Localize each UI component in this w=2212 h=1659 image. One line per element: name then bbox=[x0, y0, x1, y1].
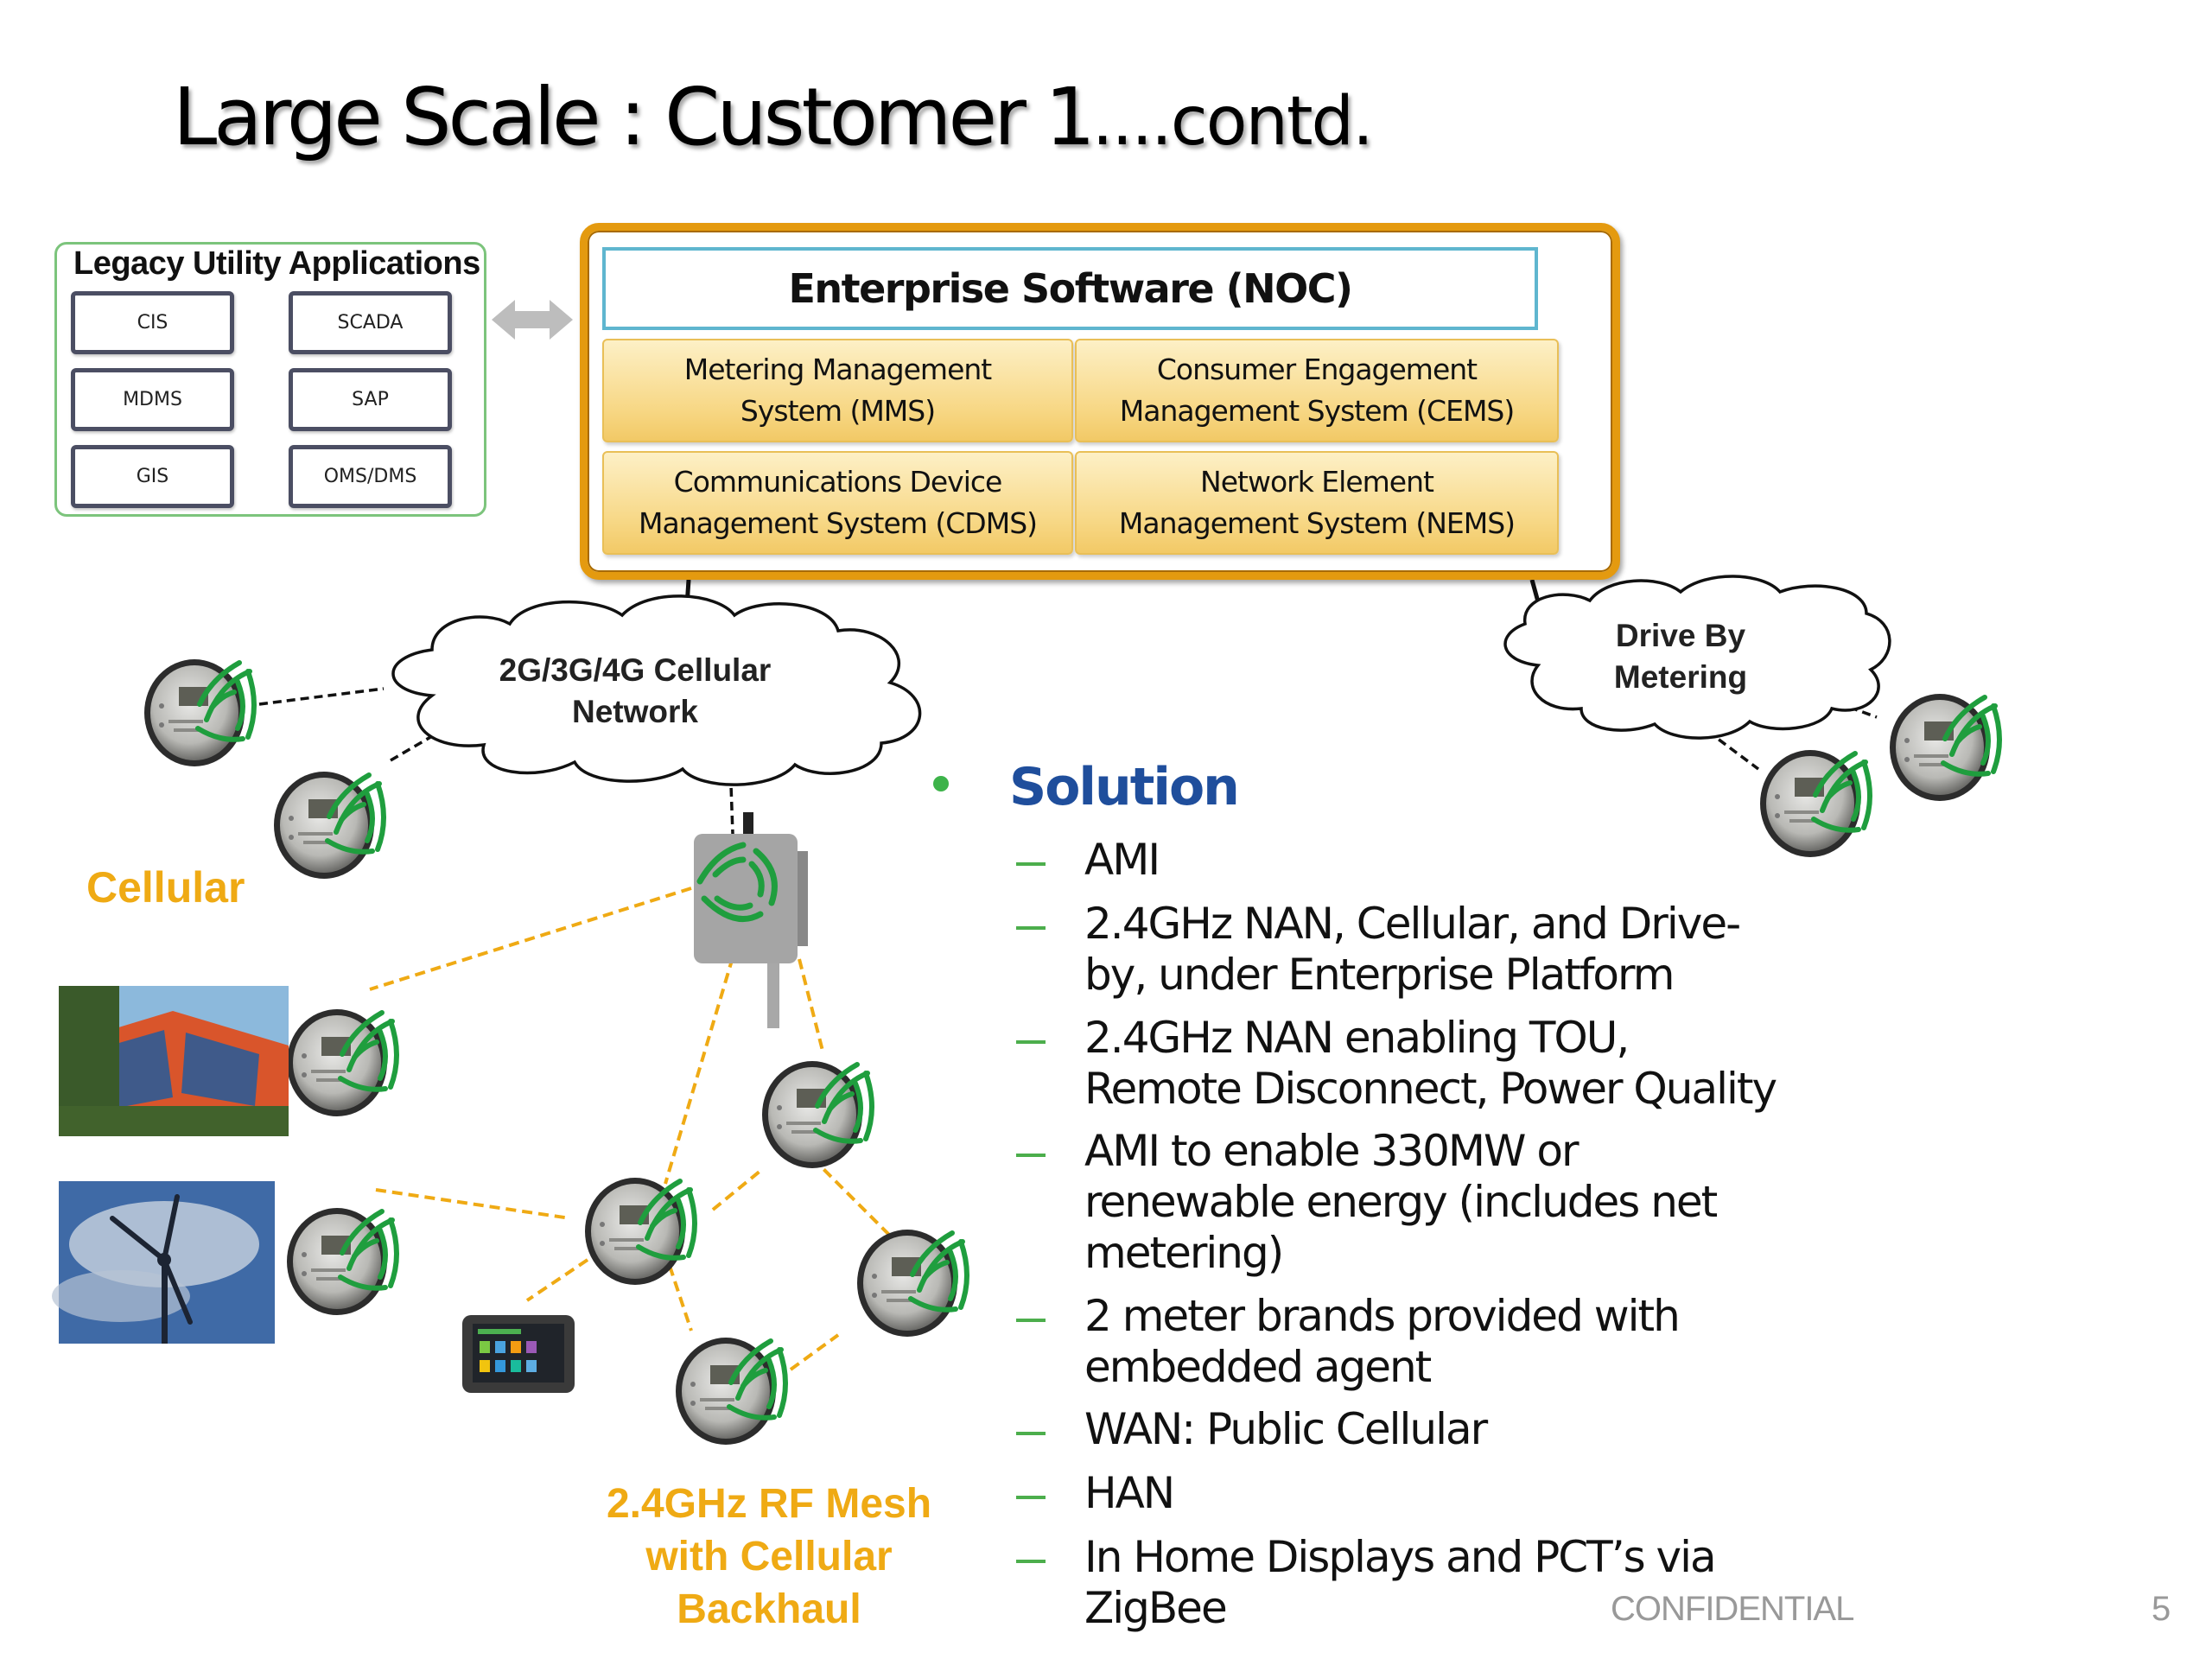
solution-item-line: embedded agent bbox=[1084, 1342, 1432, 1392]
rf-mesh-line1: 2.4GHz RF Mesh bbox=[606, 1481, 932, 1527]
dash-bullet-icon bbox=[1016, 1154, 1046, 1157]
solution-item-line: AMI bbox=[1084, 835, 1160, 885]
solution-item-line: 2 meter brands provided with bbox=[1084, 1291, 1681, 1341]
smart-meter-icon bbox=[676, 1338, 785, 1445]
dash-bullet-icon bbox=[1016, 926, 1046, 930]
driveby-line1: Drive By bbox=[1615, 618, 1746, 653]
mesh-link bbox=[369, 887, 692, 991]
legacy-app-mdms: MDMS bbox=[71, 368, 234, 431]
cellular-network-label: 2G/3G/4G Cellular Network bbox=[449, 650, 821, 733]
mesh-link bbox=[664, 957, 734, 1185]
legacy-applications-group bbox=[54, 242, 486, 517]
solution-item-line: In Home Displays and PCT’s via bbox=[1084, 1532, 1717, 1582]
smart-meter-icon bbox=[274, 772, 384, 879]
solution-item-line: AMI to enable 330MW or bbox=[1084, 1126, 1580, 1176]
title-main: Large Scale : Customer 1 bbox=[173, 71, 1096, 163]
solution-item: 2.4GHz NAN, Cellular, and Drive-by, unde… bbox=[1084, 899, 1948, 1001]
solution-item-line: ZigBee bbox=[1084, 1583, 1228, 1633]
module-mms-line1: Metering Management bbox=[683, 353, 992, 386]
module-cdms-line1: Communications Device bbox=[673, 465, 1003, 499]
solution-item-line: HAN bbox=[1084, 1468, 1175, 1518]
mesh-link bbox=[798, 958, 825, 1055]
legacy-app-sap: SAP bbox=[289, 368, 452, 431]
in-home-display-icon bbox=[462, 1315, 575, 1393]
module-cdms-line2: Management System (CDMS) bbox=[638, 506, 1038, 540]
rf-mesh-label: 2.4GHz RF Mesh with Cellular Backhaul bbox=[570, 1478, 968, 1636]
solution-item-line: renewable energy (includes net bbox=[1084, 1177, 1718, 1227]
page-number: 5 bbox=[2152, 1590, 2171, 1628]
driveby-line2: Metering bbox=[1613, 659, 1748, 695]
smart-meter-icon bbox=[144, 659, 254, 766]
solution-item-line: 2.4GHz NAN enabling TOU, bbox=[1084, 1013, 1630, 1063]
smart-meter-icon bbox=[1890, 694, 1999, 801]
cellular-link-gateway bbox=[728, 760, 734, 835]
legacy-app-cis: CIS bbox=[71, 291, 234, 354]
solution-item: HAN bbox=[1084, 1468, 1948, 1519]
solution-item-line: 2.4GHz NAN, Cellular, and Drive- bbox=[1084, 899, 1741, 949]
dash-bullet-icon bbox=[1016, 1319, 1046, 1322]
cellular-label: Cellular bbox=[86, 863, 245, 912]
smart-meter-icon bbox=[857, 1230, 967, 1337]
module-cems-line2: Management System (CEMS) bbox=[1119, 394, 1515, 428]
driveby-cloud bbox=[1503, 575, 1891, 740]
smart-meter-icon bbox=[585, 1178, 695, 1285]
title-suffix: ....contd. bbox=[1091, 83, 1374, 161]
module-cems-line1: Consumer Engagement bbox=[1156, 353, 1478, 386]
dash-bullet-icon bbox=[1016, 862, 1046, 866]
solution-item-line: metering) bbox=[1084, 1228, 1284, 1278]
mesh-link bbox=[375, 1188, 571, 1220]
dash-bullet-icon bbox=[1016, 1040, 1046, 1044]
solution-item: AMI bbox=[1084, 835, 1948, 886]
enterprise-software-header: Enterprise Software (NOC) bbox=[602, 247, 1538, 330]
module-nems-line2: Management System (NEMS) bbox=[1118, 506, 1516, 540]
legacy-app-oms-dms: OMS/DMS bbox=[289, 445, 452, 508]
driveby-label: Drive By Metering bbox=[1573, 615, 1789, 698]
legacy-applications-title: Legacy Utility Applications bbox=[73, 245, 480, 282]
solution-item-line: WAN: Public Cellular bbox=[1084, 1404, 1488, 1454]
cellular-gateway-icon bbox=[694, 812, 808, 1028]
legacy-app-scada: SCADA bbox=[289, 291, 452, 354]
solution-item-line: by, under Enterprise Platform bbox=[1084, 950, 1675, 1000]
mesh-link bbox=[789, 1333, 840, 1371]
dash-bullet-icon bbox=[1016, 1432, 1046, 1435]
legacy-app-gis: GIS bbox=[71, 445, 234, 508]
module-nems-line1: Network Element bbox=[1200, 465, 1434, 499]
solution-item: 2.4GHz NAN enabling TOU,Remote Disconnec… bbox=[1084, 1013, 1948, 1115]
dash-bullet-icon bbox=[1016, 1496, 1046, 1499]
rf-mesh-line2: with Cellular bbox=[645, 1534, 893, 1580]
cellular-link-meter-1 bbox=[258, 687, 385, 706]
wind-turbine-image bbox=[52, 1181, 275, 1344]
bidirectional-arrow-icon bbox=[492, 300, 573, 340]
confidential-footer: CONFIDENTIAL bbox=[1611, 1590, 1854, 1628]
mesh-link bbox=[810, 1156, 896, 1242]
module-mms-line2: System (MMS) bbox=[740, 394, 936, 428]
bullet-icon bbox=[933, 776, 949, 791]
mesh-link bbox=[525, 1258, 589, 1302]
smart-meter-icon bbox=[287, 1009, 397, 1116]
mesh-link bbox=[711, 1169, 762, 1211]
smart-meter-icon bbox=[762, 1061, 872, 1168]
solution-heading: Solution bbox=[1009, 757, 1240, 817]
cellular-network-line1: 2G/3G/4G Cellular bbox=[499, 652, 772, 688]
solution-item-line: Remote Disconnect, Power Quality bbox=[1084, 1064, 1777, 1114]
rf-mesh-line3: Backhaul bbox=[677, 1586, 861, 1632]
cellular-network-line2: Network bbox=[572, 694, 698, 729]
slide-title: Large Scale : Customer 1....contd. bbox=[173, 71, 1374, 163]
cellular-link-meter-2 bbox=[390, 734, 433, 762]
cellular-network-cloud bbox=[391, 594, 922, 786]
smart-meter-icon bbox=[287, 1208, 397, 1315]
solution-item: WAN: Public Cellular bbox=[1084, 1404, 1948, 1455]
mesh-link bbox=[668, 1265, 693, 1332]
dash-bullet-icon bbox=[1016, 1560, 1046, 1563]
solar-roof-image bbox=[59, 986, 289, 1136]
